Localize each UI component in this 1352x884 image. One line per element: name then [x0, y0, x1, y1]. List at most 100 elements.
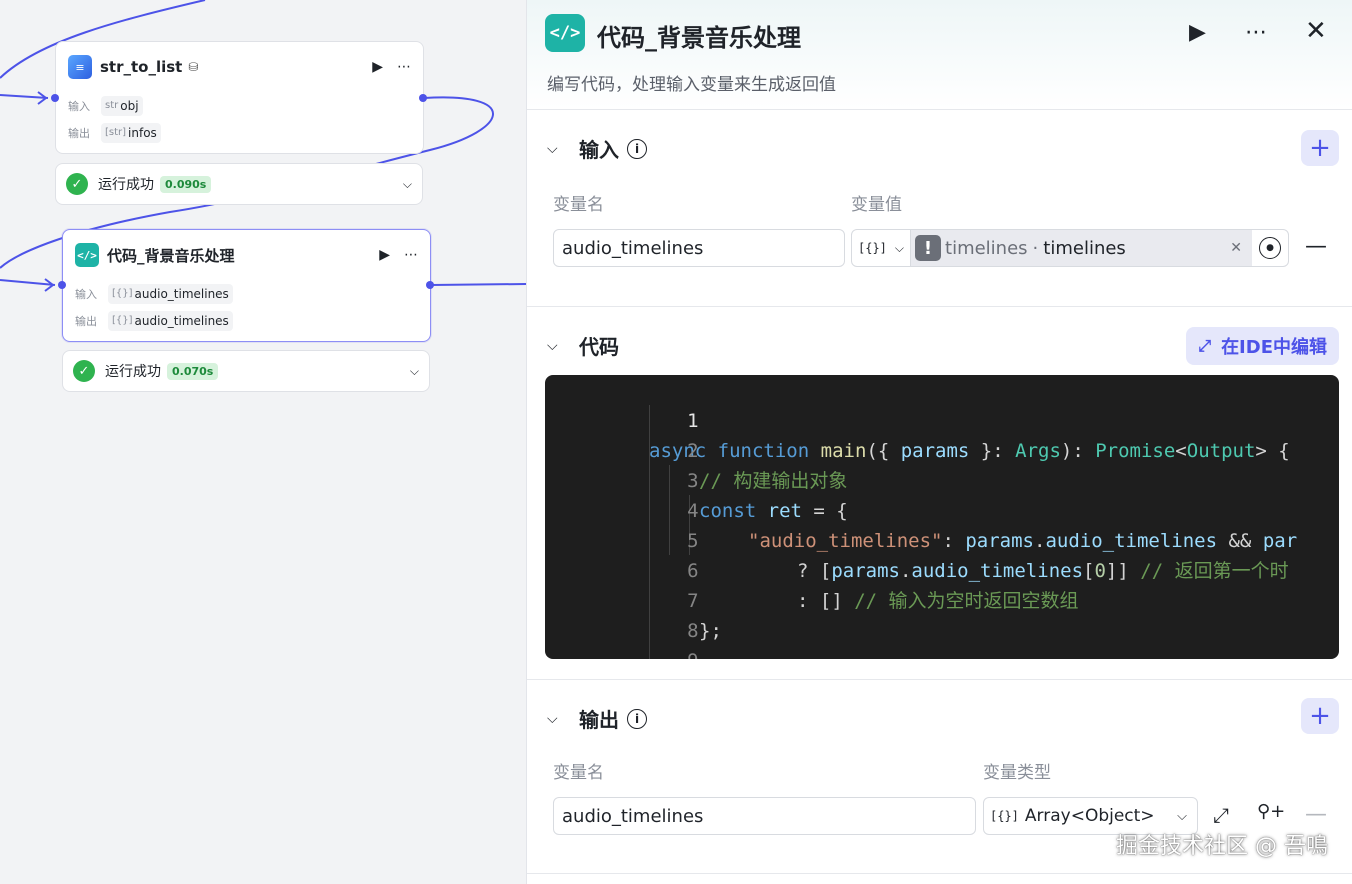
indent-guide — [669, 465, 670, 555]
ref-field: timelines — [1043, 237, 1126, 259]
watermark: 掘金技术社区 @ 吾鳴 — [1116, 834, 1328, 859]
node-header: ≡ str_to_list ⛁ ▶ ⋯ — [56, 42, 423, 92]
output-chip: [str]infos — [101, 122, 161, 143]
code-section-header[interactable]: ⌵ 代码 — [547, 331, 619, 360]
add-output-button[interactable]: + — [1301, 698, 1339, 734]
code-icon: </> — [545, 14, 585, 52]
ref-separator: · — [1032, 237, 1039, 259]
chevron-down-icon[interactable]: ⌵ — [547, 337, 558, 354]
input-port[interactable] — [58, 281, 66, 289]
code-line: 3 const ret = { — [545, 436, 848, 522]
info-icon[interactable]: i — [627, 138, 647, 159]
panel-header: </> 代码_背景音乐处理 ▶ ⋯ ✕ 编写代码，处理输入变量来生成返回值 — [527, 0, 1352, 110]
output-chip: [{}]audio_timelines — [108, 310, 233, 331]
selected-type: Array<Object> — [1024, 806, 1155, 826]
info-icon[interactable]: i — [627, 708, 647, 729]
database-icon: ≡ — [68, 55, 92, 79]
line-number: 2 — [687, 440, 699, 462]
type-prefix: [{}] — [112, 288, 133, 299]
var-name-value: audio_timelines — [562, 805, 704, 827]
output-label: 输出 — [75, 314, 97, 328]
node-output-row: 输出 [str]infos — [56, 119, 423, 146]
panel-description[interactable]: 编写代码，处理输入变量来生成返回值 — [547, 75, 836, 95]
chevron-down-icon[interactable]: ⌵ — [547, 710, 558, 727]
edge-into-node2[interactable] — [0, 279, 56, 286]
line-number: 9 — [637, 646, 698, 659]
node-config-panel: </> 代码_背景音乐处理 ▶ ⋯ ✕ 编写代码，处理输入变量来生成返回值 ⌵ … — [526, 0, 1352, 884]
line-number: 8 — [687, 620, 699, 642]
type-selector[interactable]: [{}] ⌵ — [852, 230, 912, 266]
edit-in-ide-button[interactable]: ⤢在IDE中编辑 — [1186, 327, 1339, 365]
variable-picker-icon[interactable]: ● — [1259, 237, 1281, 259]
edge-into-node1[interactable] — [0, 94, 49, 99]
output-section-header[interactable]: ⌵ 输出 i — [547, 704, 647, 733]
output-port[interactable] — [419, 94, 427, 102]
code-section: ⌵ 代码 ⤢在IDE中编辑 1 async function main({ pa… — [527, 307, 1352, 680]
input-var-value-field[interactable]: [{}] ⌵ ! timelines · timelines ✕ ● — [851, 229, 1289, 267]
code-editor[interactable]: 1 async function main({ params }: Args):… — [545, 375, 1339, 659]
line-number: 3 — [687, 470, 699, 492]
column-label-name: 变量名 — [553, 763, 604, 783]
output-port[interactable] — [426, 281, 434, 289]
more-menu-button[interactable]: ⋯ — [1245, 20, 1269, 45]
output-value: infos — [128, 125, 157, 140]
chevron-down-icon: ⌵ — [1177, 808, 1187, 824]
code-line: 6 : [] // 输入为空时返回空数组 — [545, 526, 1078, 612]
remove-output-button[interactable]: — — [1305, 802, 1327, 827]
run-status-bar[interactable]: ✓ 运行成功 0.070s ⌵ — [62, 350, 430, 392]
type-prefix: [{}] — [112, 315, 133, 326]
code-text: // 构建输出对象 — [699, 470, 848, 492]
section-title: 代码 — [579, 335, 619, 359]
warning-icon: ! — [915, 235, 942, 261]
add-child-icon[interactable]: ⚲+ — [1257, 801, 1286, 822]
column-label-type: 变量类型 — [983, 763, 1051, 783]
run-status-bar[interactable]: ✓ 运行成功 0.090s ⌵ — [55, 163, 423, 205]
edge-out-node2[interactable] — [430, 283, 526, 286]
chevron-down-icon[interactable]: ⌵ — [402, 176, 412, 191]
expand-icon[interactable]: ⤢ — [1213, 803, 1229, 827]
edge-top[interactable] — [0, 0, 206, 79]
line-number: 1 — [687, 410, 699, 432]
input-section-header[interactable]: ⌵ 输入 i — [547, 134, 647, 163]
remove-input-button[interactable]: — — [1305, 234, 1327, 259]
input-value: obj — [120, 98, 139, 113]
node-code-bgm[interactable]: </> 代码_背景音乐处理 ▶ ⋯ 输入 [{}]audio_timelines… — [62, 229, 431, 342]
run-node-button[interactable]: ▶ — [372, 59, 383, 75]
node-output-row: 输出 [{}]audio_timelines — [63, 307, 430, 334]
input-port[interactable] — [51, 94, 59, 102]
output-value: audio_timelines — [134, 313, 229, 328]
run-button[interactable]: ▶ — [1189, 20, 1206, 45]
ref-source: timelines — [945, 237, 1028, 259]
status-time-badge: 0.070s — [167, 362, 219, 380]
check-circle-icon: ✓ — [73, 360, 95, 382]
reference-chip[interactable]: ! timelines · timelines ✕ — [911, 230, 1252, 266]
chevron-down-icon[interactable]: ⌵ — [547, 140, 558, 157]
run-node-button[interactable]: ▶ — [379, 247, 390, 263]
output-var-name-field[interactable]: audio_timelines — [553, 797, 976, 835]
indent-guide — [689, 495, 690, 555]
chevron-down-icon[interactable]: ⌵ — [409, 363, 419, 378]
panel-title[interactable]: 代码_背景音乐处理 — [597, 24, 801, 52]
input-var-name-field[interactable]: audio_timelines — [553, 229, 845, 267]
output-var-type-select[interactable]: [{}] Array<Object> ⌵ — [983, 797, 1198, 835]
code-line: 7 }; — [545, 556, 722, 642]
input-section: ⌵ 输入 i + 变量名 变量值 audio_timelines [{}] ⌵ … — [527, 110, 1352, 307]
close-icon[interactable]: ✕ — [1305, 16, 1327, 46]
clear-icon[interactable]: ✕ — [1230, 240, 1242, 256]
line-number: 4 — [687, 500, 699, 522]
chevron-down-icon: ⌵ — [894, 240, 905, 255]
column-label-value: 变量值 — [851, 195, 902, 215]
code-line: 5 ? [params.audio_timelines[0]] // 返回第一个… — [545, 496, 1289, 582]
check-circle-icon: ✓ — [66, 173, 88, 195]
status-time-badge: 0.090s — [160, 175, 212, 193]
add-input-button[interactable]: + — [1301, 130, 1339, 166]
var-name-value: audio_timelines — [562, 237, 704, 259]
more-menu-button[interactable]: ⋯ — [397, 59, 411, 75]
node-badge-icon: ⛁ — [188, 60, 199, 74]
code-text: : [] // 输入为空时返回空数组 — [797, 590, 1079, 612]
more-menu-button[interactable]: ⋯ — [404, 247, 418, 263]
expand-icon: ⤢ — [1198, 336, 1212, 355]
